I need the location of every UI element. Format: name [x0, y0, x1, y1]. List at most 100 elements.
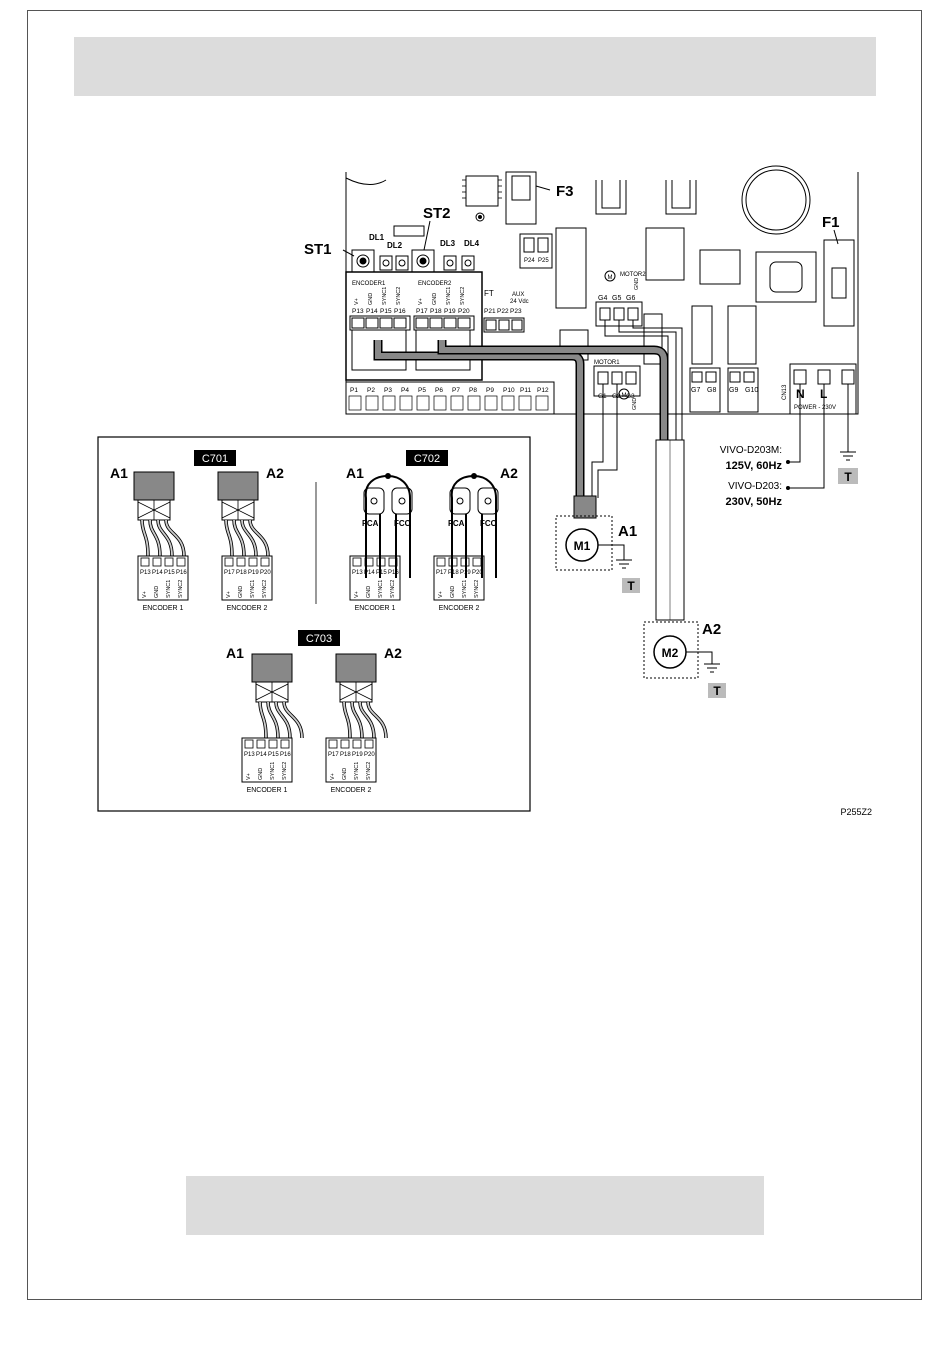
- figure-code: P255Z2: [840, 807, 872, 817]
- f3-label: F3: [556, 183, 574, 200]
- terminal-slot: [518, 395, 532, 411]
- terminal-slot: [484, 395, 498, 411]
- power-spec2: 230V, 50Hz: [726, 496, 783, 508]
- motor1-m-symbol: M: [622, 393, 627, 399]
- board-pin-label: P15: [380, 308, 392, 315]
- svg-text:P14: P14: [364, 570, 375, 576]
- board-pin-label: P17: [416, 308, 428, 315]
- svg-text:SYNC2: SYNC2: [282, 762, 288, 780]
- svg-text:P20: P20: [472, 570, 483, 576]
- board-pin-label: P22: [497, 308, 509, 315]
- svg-text:P13: P13: [352, 570, 363, 576]
- svg-text:SYNC2: SYNC2: [390, 580, 396, 598]
- svg-text:P14: P14: [256, 752, 267, 758]
- dl3-label: DL3: [440, 239, 456, 248]
- board-pin-label: P16: [394, 308, 406, 315]
- svg-text:P19: P19: [248, 570, 259, 576]
- cn13-label: CN13: [782, 384, 788, 400]
- wiring-code-badge: C702: [406, 450, 448, 466]
- board-pin-name: V+: [418, 298, 424, 305]
- svg-text:ENCODER 2: ENCODER 2: [227, 605, 268, 612]
- svg-text:P17: P17: [328, 752, 339, 758]
- motor-m2-earth-label: T: [713, 684, 721, 698]
- power-labels: VIVO-D203M: 125V, 60Hz VIVO-D203: 230V, …: [720, 445, 783, 508]
- svg-text:P14: P14: [152, 570, 163, 576]
- svg-text:V+: V+: [226, 591, 232, 598]
- svg-text:P13: P13: [244, 752, 255, 758]
- board-pin-label: P21: [484, 308, 496, 315]
- arm-label: A2: [500, 465, 518, 481]
- svg-text:GND: GND: [154, 586, 160, 598]
- board-labels: F3 F1 ST1 ST2 DL1 DL2 DL3 DL4 ENCODER1 E…: [304, 183, 840, 411]
- f1-label: F1: [822, 214, 840, 231]
- board-pin-label: P6: [435, 387, 443, 394]
- terminal-slot: [399, 395, 413, 411]
- header-band: [74, 37, 876, 96]
- power-spec1: 125V, 60Hz: [726, 460, 783, 472]
- svg-text:ENCODER 1: ENCODER 1: [247, 787, 288, 794]
- terminal-slot: [467, 395, 481, 411]
- svg-text:FCC: FCC: [394, 519, 411, 528]
- svg-text:C703: C703: [306, 633, 332, 645]
- shielded-cable: A2: [335, 645, 402, 739]
- svg-text:SYNC2: SYNC2: [366, 762, 372, 780]
- p24-label: P24: [524, 258, 535, 264]
- board-pin-label: P2: [367, 387, 375, 394]
- control-board: [345, 165, 859, 415]
- arm-label: A2: [384, 645, 402, 661]
- board-pin-name: GND: [432, 293, 438, 305]
- board-pin-label: G2: [612, 393, 621, 400]
- svg-text:C702: C702: [414, 453, 440, 465]
- board-pin-label: P5: [418, 387, 426, 394]
- board-pin-label: G6: [626, 295, 635, 302]
- board-pin-label: P13: [352, 308, 364, 315]
- board-encoder-connectors: [349, 315, 475, 371]
- board-pin-label: P3: [384, 387, 392, 394]
- ft-label: FT: [484, 289, 494, 298]
- p25-label: P25: [538, 258, 549, 264]
- svg-text:V+: V+: [142, 591, 148, 598]
- board-pin-name: SYNC1: [446, 287, 452, 305]
- svg-text:ENCODER 1: ENCODER 1: [143, 605, 184, 612]
- svg-text:P20: P20: [260, 570, 271, 576]
- svg-text:V+: V+: [438, 591, 444, 598]
- board-pin-label: G5: [612, 295, 621, 302]
- svg-text:P13: P13: [140, 570, 151, 576]
- board-pin-label: P18: [430, 308, 442, 315]
- svg-text:V+: V+: [330, 773, 336, 780]
- st2-label: ST2: [423, 205, 451, 222]
- motor2-m-symbol: M: [608, 275, 613, 281]
- board-pin-label: P19: [444, 308, 456, 315]
- svg-text:P16: P16: [280, 752, 291, 758]
- svg-text:P16: P16: [388, 570, 399, 576]
- dl4-label: DL4: [464, 239, 480, 248]
- power-model2: VIVO-D203:: [728, 481, 782, 492]
- svg-text:P17: P17: [436, 570, 447, 576]
- board-pin-label: G8: [707, 387, 716, 394]
- board-pin-label: P23: [510, 308, 522, 315]
- terminal-slot: [416, 395, 430, 411]
- terminal-slot: [365, 395, 379, 411]
- board-pin-label: P7: [452, 387, 460, 394]
- board-pin-label: P9: [486, 387, 494, 394]
- wiring-code-badge: C703: [298, 630, 340, 646]
- svg-text:P18: P18: [340, 752, 351, 758]
- motor-m1-label: M1: [574, 539, 591, 553]
- shielded-cable: A1: [226, 645, 304, 739]
- terminal-slot: [501, 395, 515, 411]
- arm-label: A1: [110, 465, 128, 481]
- svg-text:ENCODER 1: ENCODER 1: [355, 605, 396, 612]
- board-pin-label: G7: [691, 387, 700, 394]
- wiring-code-badge: C701: [194, 450, 236, 466]
- st1-label: ST1: [304, 241, 332, 258]
- power-earth: T: [838, 451, 858, 484]
- motor1-gnd-label: GND: [632, 398, 638, 410]
- board-pin-label: G3: [626, 393, 635, 400]
- board-pin-label: P8: [469, 387, 477, 394]
